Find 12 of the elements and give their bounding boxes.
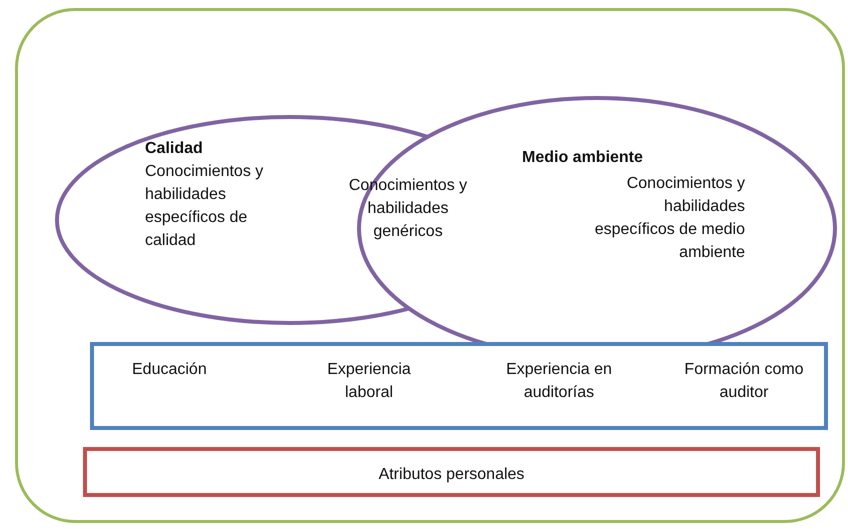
rounded-frame [15,8,845,523]
node-text: Experiencia laboral [326,360,412,403]
heading-text: Medio ambiente [522,148,644,168]
category-box [90,342,828,430]
node-text: Experiencia en auditorías [505,360,613,403]
attribute-bar [83,447,820,497]
node-text: Atributos personales [378,465,526,485]
node-text: Conocimientos y habilidades específicos de calidad [145,162,264,251]
node-text: Conocimientos y habilidades específicos de medio ambiente [594,174,745,263]
node-text: Educación [132,360,208,380]
node-text: Formación como auditor [683,360,805,403]
heading-text: Calidad [145,139,204,159]
